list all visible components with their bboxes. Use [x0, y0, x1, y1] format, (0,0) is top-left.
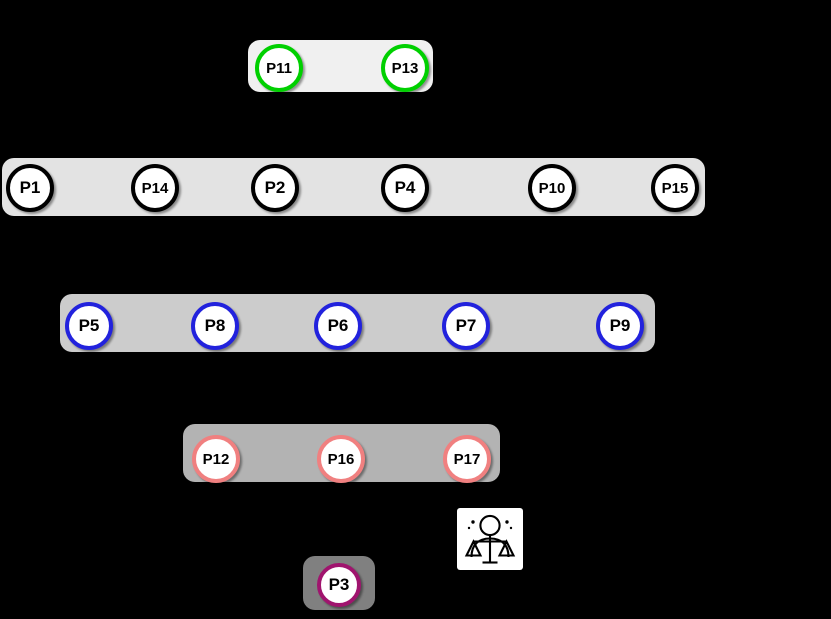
layer-box-black-layer: [2, 158, 705, 216]
edge-p1-to-p13: [28, 91, 408, 165]
node-p16[interactable]: P16: [317, 435, 365, 483]
node-label: P5: [78, 316, 100, 335]
node-p5[interactable]: P5: [65, 302, 113, 350]
node-p8[interactable]: P8: [191, 302, 239, 350]
edge-p16-to-p7: [339, 350, 470, 435]
edge-p3-to-p12: [212, 483, 341, 563]
edge-p10-to-p11: [276, 91, 554, 165]
edge-p5-to-p10: [87, 211, 555, 303]
node-label: P6: [327, 316, 349, 335]
edge-p9-to-p15: [618, 212, 679, 302]
edge-p12-to-p8: [211, 350, 219, 435]
node-p3[interactable]: P3: [317, 563, 361, 607]
edge-p5-to-p15: [87, 211, 678, 303]
node-label: P16: [327, 450, 355, 468]
node-p7[interactable]: P7: [442, 302, 490, 350]
node-p6[interactable]: P6: [314, 302, 362, 350]
node-p10[interactable]: P10: [528, 164, 576, 212]
node-p17[interactable]: P17: [443, 435, 491, 483]
edge-p17-to-p9: [465, 350, 624, 435]
node-label: P3: [328, 575, 350, 594]
node-p12[interactable]: P12: [192, 435, 240, 483]
edge-p15-to-p13: [402, 91, 677, 165]
node-p15[interactable]: P15: [651, 164, 699, 212]
node-label: P13: [391, 59, 419, 77]
edge-p12-to-p5: [85, 350, 218, 435]
edge-p3-to-p17: [337, 483, 471, 563]
node-label: P10: [538, 179, 566, 197]
node-label: P14: [141, 179, 169, 197]
node-label: P4: [394, 178, 416, 197]
node-p1[interactable]: P1: [6, 164, 54, 212]
justice-scales-person-glyph: [464, 514, 516, 564]
node-label: P8: [204, 316, 226, 335]
edge-p10-to-p13: [401, 91, 554, 165]
edge-p6-to-p15: [336, 211, 678, 303]
node-p4[interactable]: P4: [381, 164, 429, 212]
node-p9[interactable]: P9: [596, 302, 644, 350]
node-label: P17: [453, 450, 481, 468]
node-p2[interactable]: P2: [251, 164, 299, 212]
edge-p8-to-p15: [213, 211, 678, 303]
edge-p14-to-p13: [153, 91, 408, 165]
edge-p5-to-p4: [87, 211, 408, 303]
node-label: P11: [266, 59, 292, 77]
edge-p17-to-p7: [462, 350, 470, 435]
node-label: P7: [455, 316, 477, 335]
edge-p3-to-p16: [337, 483, 345, 563]
edge-p12-to-p6: [214, 350, 342, 435]
node-label: P1: [19, 178, 41, 197]
node-label: P2: [264, 178, 286, 197]
edge-p1-to-p11: [28, 91, 282, 165]
justice-scales-person-icon: [457, 508, 523, 570]
node-p13[interactable]: P13: [381, 44, 429, 92]
node-p14[interactable]: P14: [131, 164, 179, 212]
node-p11[interactable]: P11: [255, 44, 303, 92]
node-label: P12: [202, 450, 230, 468]
node-label: P15: [661, 179, 689, 197]
node-label: P9: [609, 316, 631, 335]
